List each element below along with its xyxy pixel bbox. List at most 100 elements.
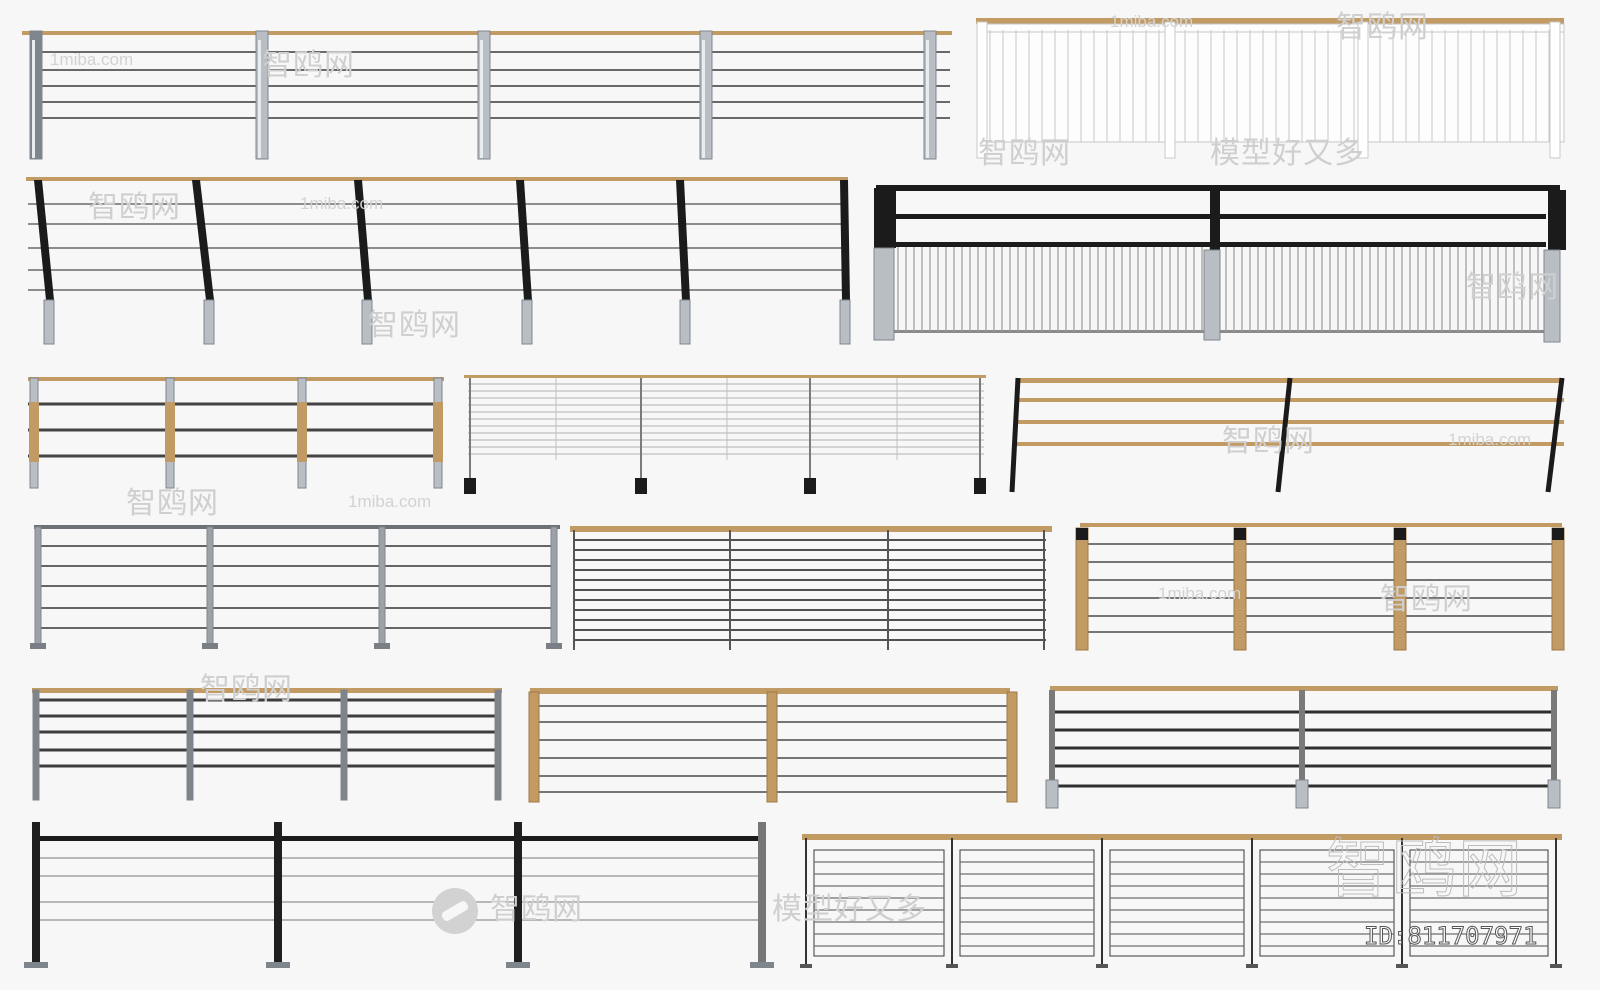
post-highlight [258, 40, 261, 158]
disc-base [24, 962, 48, 968]
wood-cap [32, 688, 502, 693]
post-base [43, 299, 55, 345]
post-base [679, 299, 691, 345]
foot [30, 643, 46, 649]
disc-base [750, 962, 774, 968]
handrail [464, 375, 986, 378]
railing-11-grey-post-wood-cap [32, 688, 502, 801]
post-base [521, 299, 533, 345]
post-tab [1045, 779, 1059, 809]
post-highlight [32, 40, 35, 158]
wood-cap [802, 834, 1562, 840]
base-plate [635, 478, 647, 494]
post-cap [1552, 528, 1564, 540]
top-rail [876, 185, 1560, 191]
post-highlight [926, 40, 929, 158]
foot [946, 964, 958, 968]
wood-post [1393, 527, 1407, 651]
foot [800, 964, 812, 968]
post [340, 689, 348, 801]
post-cap [1076, 528, 1088, 540]
wood-cap [976, 18, 1564, 24]
railing-06-thin-cable [464, 375, 986, 494]
foot [1396, 964, 1408, 968]
railing-10-wood-post-rods [1075, 523, 1565, 651]
end-post-right [1548, 190, 1566, 250]
railing-09-wood-cap-dense-rods [570, 526, 1052, 650]
post [32, 689, 40, 801]
black-post [1275, 377, 1293, 493]
post [34, 526, 42, 646]
post [477, 30, 491, 160]
wood-cladding [297, 402, 307, 462]
railing-12-wood-post-wood-cap [528, 688, 1018, 803]
angled-post [516, 180, 532, 300]
wood-bar [1016, 420, 1564, 424]
watermark-logo-icon [432, 888, 478, 934]
panel-frame [959, 849, 1095, 957]
wood-cap [530, 688, 1010, 694]
post-base [361, 299, 373, 345]
post [923, 30, 937, 160]
wood-post [1233, 527, 1247, 651]
railing-14-round-post-cable [24, 822, 774, 968]
black-post [1009, 377, 1021, 493]
railing-15-framed-panels [800, 834, 1562, 968]
wood-post [1551, 527, 1565, 651]
foot [1096, 964, 1108, 968]
white-post [1164, 21, 1176, 159]
railing-13-steel-tab-posts [1045, 686, 1561, 809]
post [206, 526, 214, 646]
railing-02-white-picket [976, 18, 1565, 159]
panel-frame [813, 849, 945, 957]
white-post [1357, 21, 1369, 159]
angled-post [192, 180, 214, 300]
watermark-id: ID:811707971 [1363, 922, 1538, 951]
railing-03-black-angled-post [26, 177, 851, 345]
foot [374, 643, 390, 649]
panel-frame [1109, 849, 1245, 957]
post [1299, 690, 1305, 784]
post [699, 30, 713, 160]
angled-post [840, 180, 850, 300]
post [550, 526, 558, 646]
end-post-right-base [1543, 249, 1561, 343]
round-post [32, 822, 40, 964]
wood-bar [1016, 442, 1564, 446]
post-cap [1234, 528, 1246, 540]
angled-post [354, 180, 372, 300]
disc-base [266, 962, 290, 968]
foot [546, 643, 562, 649]
post-base [203, 299, 215, 345]
center-post-base [1203, 249, 1221, 341]
railing-04-black-frame-vertical-bars [873, 185, 1566, 343]
wood-cladding [433, 402, 443, 462]
post [186, 689, 194, 801]
angled-post [676, 180, 690, 300]
post [1049, 690, 1055, 784]
post-cap [1394, 528, 1406, 540]
wood-cap [570, 526, 1052, 532]
post [255, 30, 269, 160]
railing-08-grey-steel-rods [30, 525, 562, 649]
black-post [1545, 377, 1565, 493]
base-plate [804, 478, 816, 494]
railing-05-wood-post-rods [28, 377, 444, 489]
post-tab [1295, 779, 1309, 809]
tube-rail [32, 836, 762, 841]
wood-cladding [165, 402, 175, 462]
post [378, 526, 386, 646]
wood-post [1006, 691, 1018, 803]
top-rail [34, 525, 560, 529]
handrail [26, 177, 848, 181]
wood-cap [1050, 686, 1558, 691]
railing-01-steel-post-wire [22, 30, 952, 160]
panel-frame [1409, 849, 1549, 957]
round-post [514, 822, 522, 964]
post-highlight [702, 40, 705, 158]
post-highlight [480, 40, 483, 158]
foot [1550, 964, 1562, 968]
disc-base [506, 962, 530, 968]
post [1551, 690, 1557, 784]
